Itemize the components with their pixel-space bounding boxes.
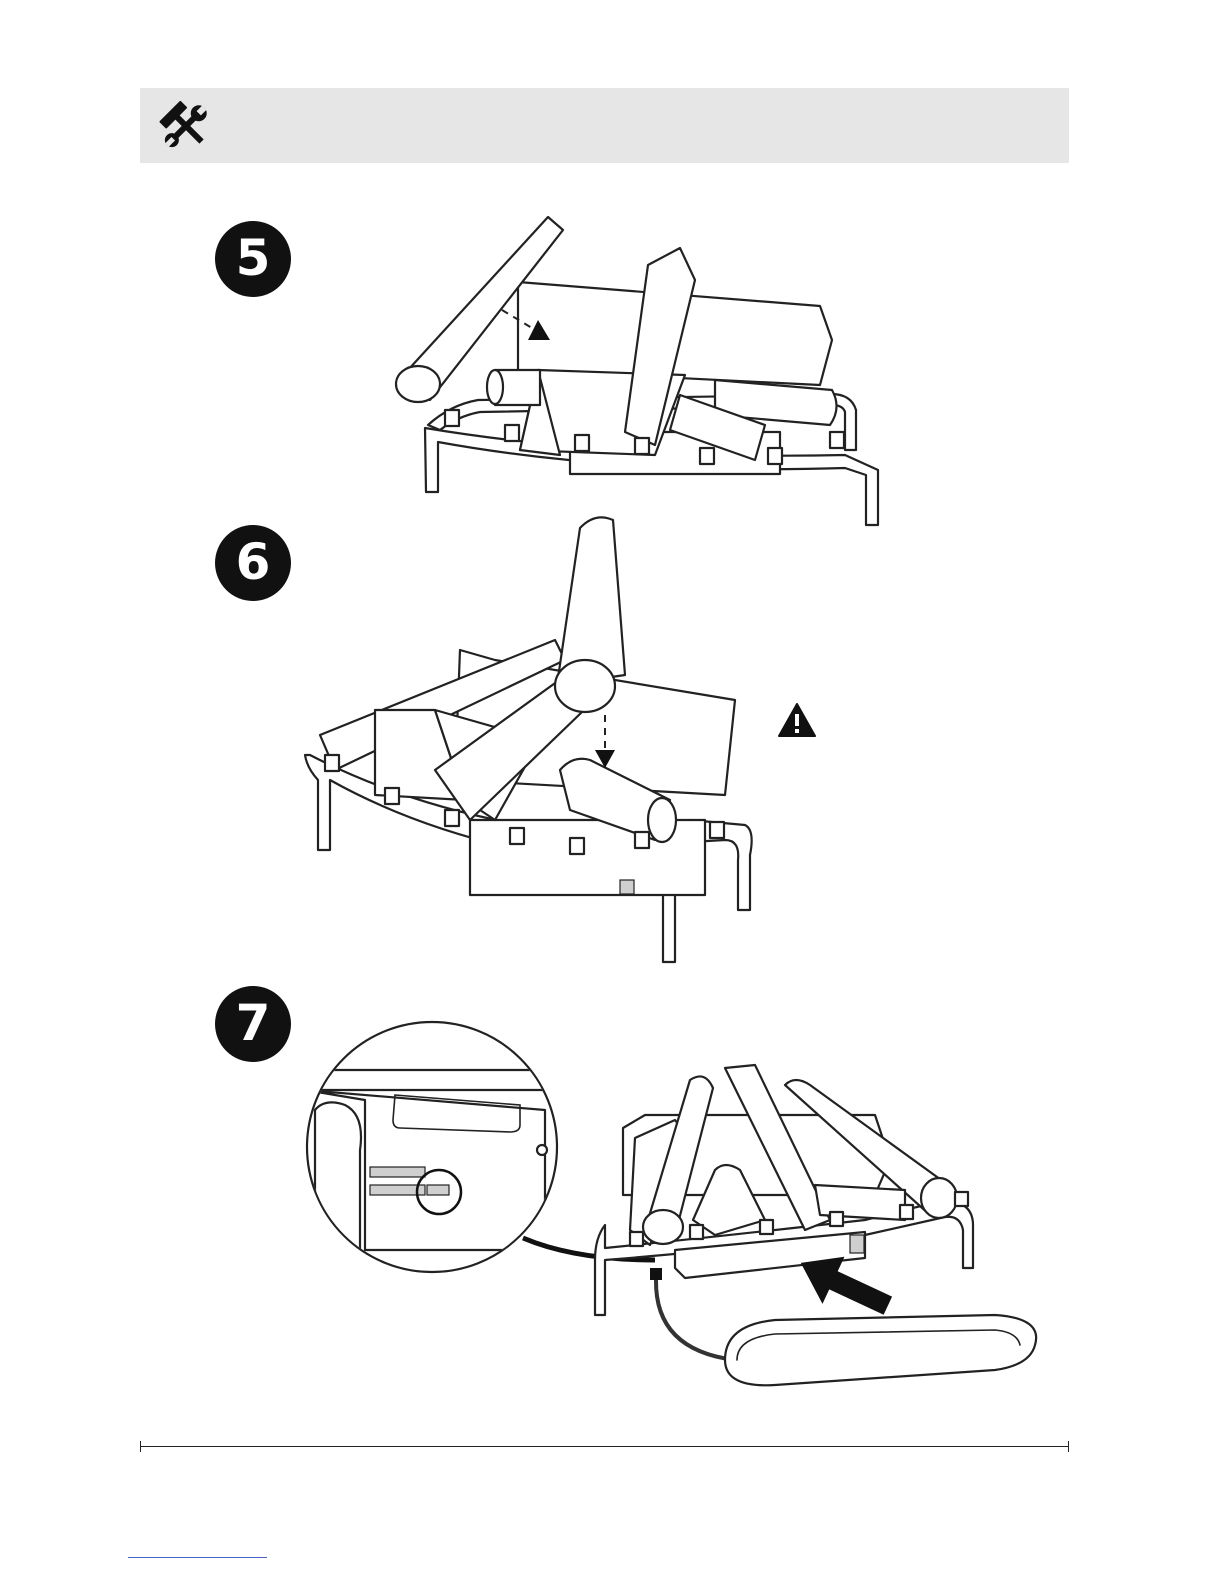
step-number: 5 (236, 233, 271, 283)
footer-rule-tick-right (1068, 1441, 1069, 1452)
step-number: 7 (236, 998, 271, 1048)
step-5-illustration (380, 210, 890, 530)
warning-icon (778, 703, 816, 737)
header-bar (140, 88, 1069, 163)
step-6-illustration (295, 510, 765, 970)
step-badge-5: 5 (215, 221, 291, 297)
footer-rule (140, 1446, 1069, 1447)
tools-icon (158, 100, 214, 152)
step-badge-7: 7 (215, 986, 291, 1062)
footer-link-underline[interactable] (128, 1557, 267, 1558)
step-7-illustration (305, 1020, 1045, 1390)
step-badge-6: 6 (215, 525, 291, 601)
step-number: 6 (236, 537, 271, 587)
footer-rule-tick-left (140, 1441, 141, 1452)
